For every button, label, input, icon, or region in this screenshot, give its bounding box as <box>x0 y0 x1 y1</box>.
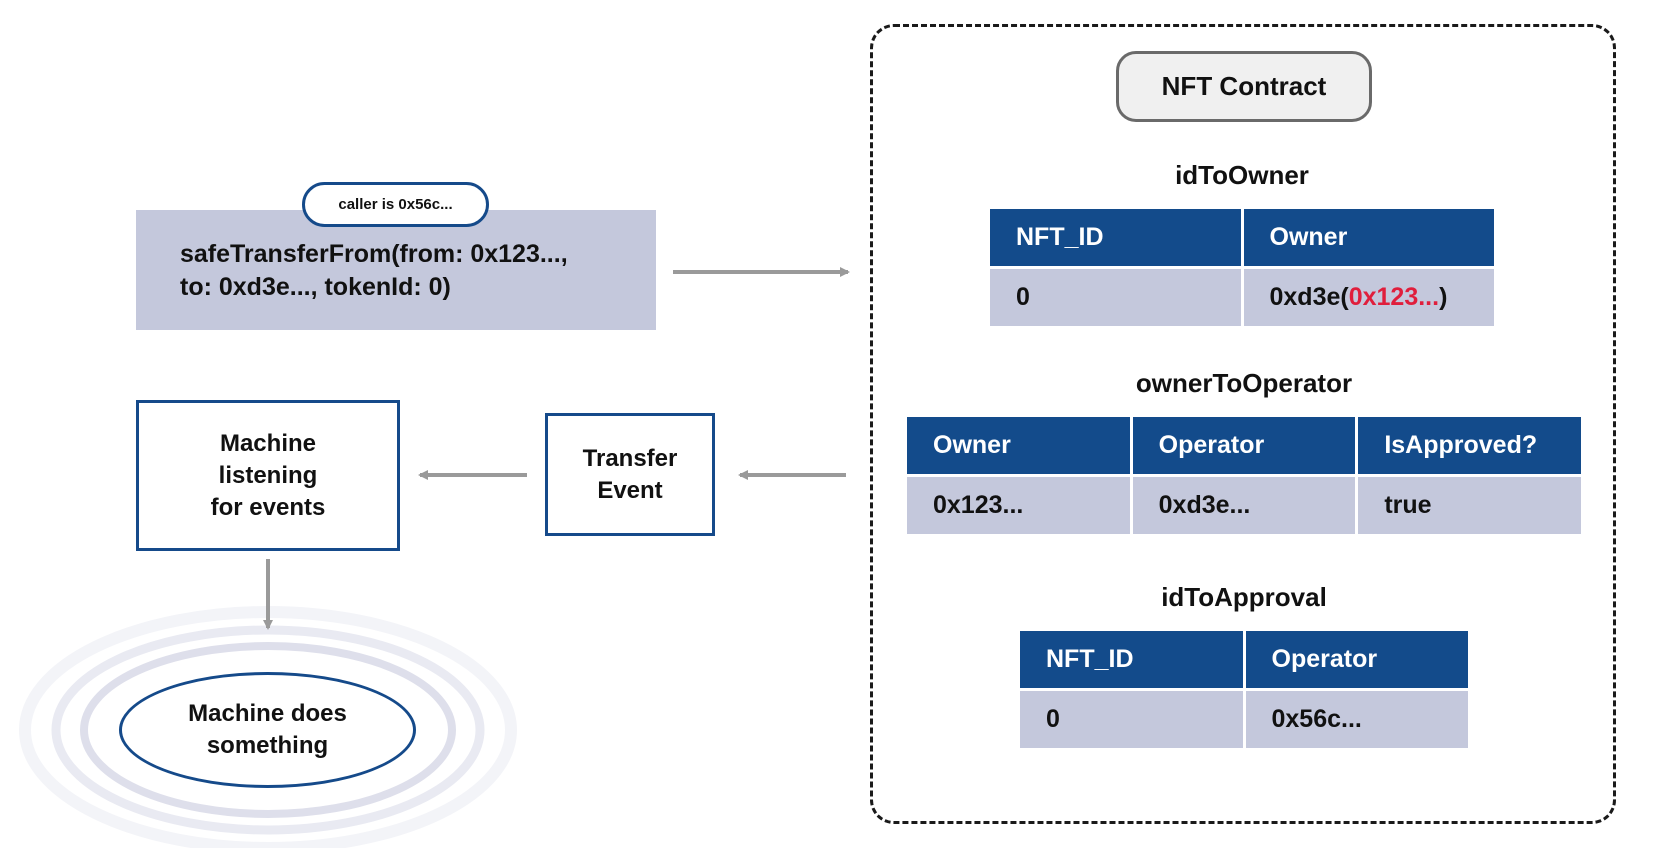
nft-contract-title: NFT Contract <box>1116 51 1372 122</box>
transfer-event-box: Transfer Event <box>545 413 715 536</box>
event-line1: Transfer <box>582 444 678 472</box>
table-cell: 0xd3e... <box>1132 477 1356 534</box>
table-header-cell: IsApproved? <box>1358 417 1581 474</box>
doer-line1: Machine does <box>188 700 347 727</box>
listener-line2: listening <box>218 461 318 489</box>
table-header-cell: Operator <box>1132 417 1356 474</box>
owner-to-operator-title: ownerToOperator <box>1135 368 1353 398</box>
owner-old-value: 0x123... <box>1348 283 1440 311</box>
id-to-approval-title: idToApproval <box>1161 582 1327 612</box>
owner-new-value: 0xd3e( <box>1269 283 1349 311</box>
table-cell: true <box>1358 477 1581 534</box>
table-header-cell: Owner <box>1243 209 1494 266</box>
table-header-cell: Owner <box>907 417 1130 474</box>
function-call-box: safeTransferFrom(from: 0x123..., to: 0xd… <box>136 210 656 330</box>
listener-line1: Machine <box>219 429 316 457</box>
owner-to-operator-table: Owner Operator IsApproved? 0x123... 0xd3… <box>907 417 1581 534</box>
table-cell: 0x56c... <box>1245 691 1468 748</box>
table-header-cell: NFT_ID <box>1020 631 1243 688</box>
machine-does-something-ellipse: Machine does something <box>119 672 416 788</box>
table-cell: 0x123... <box>907 477 1130 534</box>
owner-close-paren: ) <box>1439 283 1448 311</box>
doer-line2: something <box>206 732 329 759</box>
function-call-line2: to: 0xd3e..., tokenId: 0) <box>180 273 451 301</box>
function-call-line1: safeTransferFrom(from: 0x123..., <box>180 240 568 268</box>
table-cell: 0 <box>990 269 1241 326</box>
listener-line3: for events <box>210 493 326 521</box>
listener-box: Machine listening for events <box>136 400 400 551</box>
caller-pill: caller is 0x56c... <box>302 182 489 227</box>
table-header-cell: Operator <box>1245 631 1468 688</box>
table-cell: 0 <box>1020 691 1243 748</box>
table-header-cell: NFT_ID <box>990 209 1241 266</box>
id-to-owner-title: idToOwner <box>1175 160 1309 190</box>
id-to-approval-table: NFT_ID Operator 0 0x56c... <box>1020 631 1468 748</box>
event-line2: Event <box>597 476 663 504</box>
nft-contract-frame <box>870 24 1616 824</box>
owner-cell: 0xd3e(0x123...) <box>1243 269 1494 326</box>
id-to-owner-table: NFT_ID Owner 0 0xd3e(0x123...) <box>990 209 1494 326</box>
